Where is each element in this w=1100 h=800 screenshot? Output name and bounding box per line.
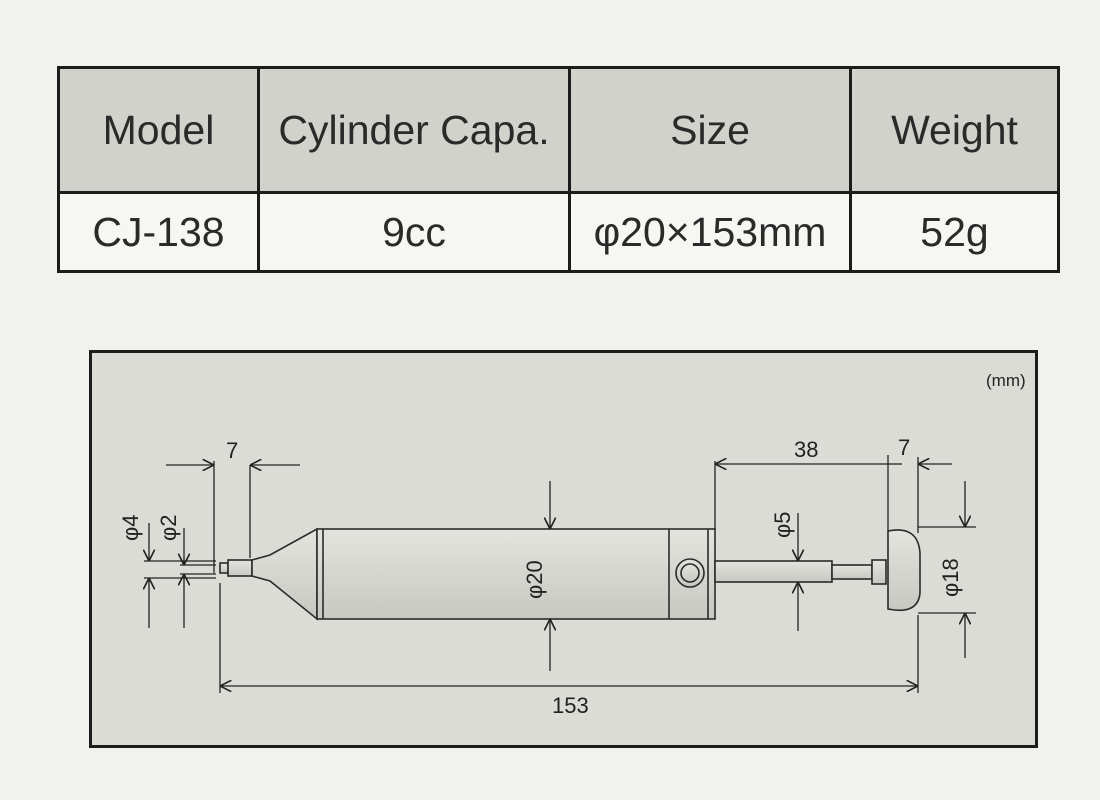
spec-table: Model Cylinder Capa. Size Weight CJ-138 … (57, 66, 1060, 273)
syringe-outline (219, 527, 921, 621)
header-size: Size (568, 66, 852, 194)
nozzle-tip (219, 562, 229, 574)
syringe-drawing: (mm) (118, 371, 1026, 718)
spec-table-data-row: CJ-138 9cc φ20×153mm 52g (57, 191, 1060, 273)
plunger-neck (831, 564, 873, 580)
unit-text: (mm) (986, 371, 1026, 390)
nozzle (227, 559, 253, 577)
plunger-rod (714, 560, 833, 583)
unit-label: (mm) (986, 371, 1026, 390)
label-rod-dia: φ5 (770, 511, 795, 538)
nozzle-cone (251, 527, 318, 621)
dimension-lines (144, 455, 976, 693)
label-total-length: 153 (552, 693, 589, 718)
cell-weight: 52g (849, 191, 1060, 273)
label-knob-thickness: 7 (898, 435, 910, 460)
label-knob-dia: φ18 (938, 558, 963, 597)
barrel (316, 528, 716, 620)
plunger-knob (887, 529, 921, 612)
cell-size: φ20×153mm (568, 191, 852, 273)
dimension-labels: 7 φ4 φ2 φ20 38 7 φ5 φ18 153 (118, 435, 963, 718)
label-body-dia: φ20 (522, 560, 547, 599)
label-nozzle-length: 7 (226, 438, 238, 463)
label-inner-nozzle-dia: φ2 (156, 514, 181, 541)
header-weight: Weight (849, 66, 1060, 194)
header-cylinder-capacity: Cylinder Capa. (257, 66, 571, 194)
spec-table-header-row: Model Cylinder Capa. Size Weight (57, 66, 1060, 194)
label-plunger-length: 38 (794, 437, 818, 462)
plunger-collar (871, 559, 887, 585)
label-outer-nozzle-dia: φ4 (118, 514, 143, 541)
cell-model: CJ-138 (57, 191, 260, 273)
header-model: Model (57, 66, 260, 194)
cell-cylinder-capacity: 9cc (257, 191, 571, 273)
barrel-port-inner (680, 563, 700, 583)
dimension-drawing: (mm) (89, 350, 1038, 748)
